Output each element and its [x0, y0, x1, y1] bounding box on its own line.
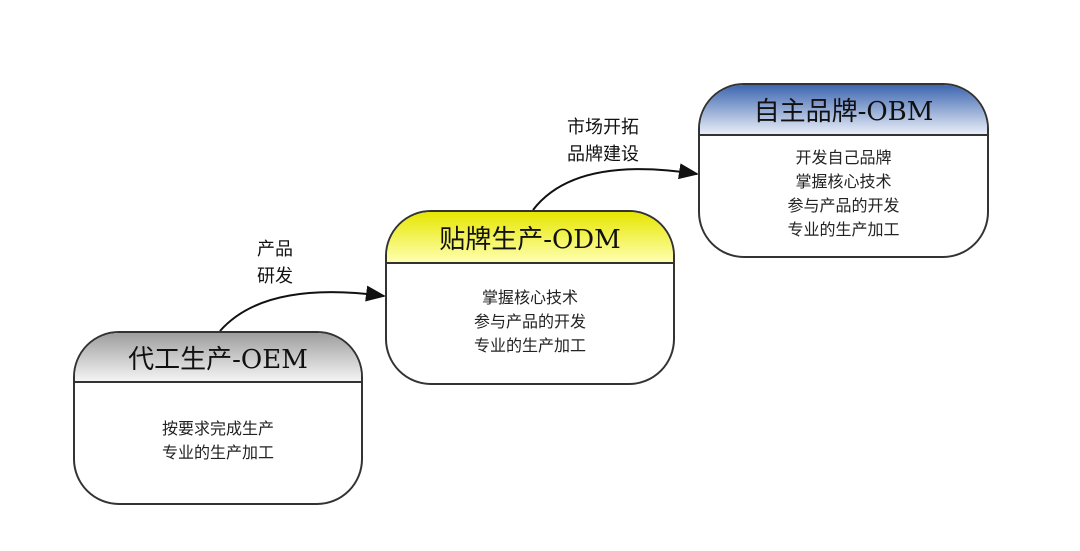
desc-line: 专业的生产加工 — [473, 336, 586, 355]
stage-description: 掌握核心技术 参与产品的开发 专业的生产加工 — [387, 264, 673, 358]
stage-title: 自主品牌-OBM — [700, 85, 987, 136]
desc-line: 开发自己品牌 — [795, 148, 892, 167]
label-line: 研发 — [257, 266, 293, 287]
desc-line: 参与产品的开发 — [473, 312, 586, 331]
desc-line: 专业的生产加工 — [161, 443, 274, 462]
desc-line: 按要求完成生产 — [161, 419, 274, 438]
stage-odm: 贴牌生产-ODM 掌握核心技术 参与产品的开发 专业的生产加工 — [385, 210, 675, 385]
stage-title: 代工生产-OEM — [75, 333, 361, 383]
stage-oem: 代工生产-OEM 按要求完成生产 专业的生产加工 — [73, 331, 363, 505]
desc-line: 掌握核心技术 — [481, 288, 578, 307]
stage-title: 贴牌生产-ODM — [387, 212, 673, 264]
stage-description: 开发自己品牌 掌握核心技术 参与产品的开发 专业的生产加工 — [700, 136, 987, 242]
desc-line: 掌握核心技术 — [795, 172, 892, 191]
label-line: 品牌建设 — [567, 144, 639, 165]
desc-line: 参与产品的开发 — [787, 196, 900, 215]
transition-label-product-dev: 产品 研发 — [245, 236, 305, 290]
label-line: 市场开拓 — [567, 117, 639, 138]
arrow-oem-to-odm — [219, 285, 386, 332]
transition-label-market-brand: 市场开拓 品牌建设 — [553, 114, 653, 168]
stage-obm: 自主品牌-OBM 开发自己品牌 掌握核心技术 参与产品的开发 专业的生产加工 — [698, 83, 989, 258]
arrow-odm-to-obm — [532, 163, 699, 211]
stage-description: 按要求完成生产 专业的生产加工 — [75, 383, 361, 465]
desc-line: 专业的生产加工 — [787, 220, 900, 239]
label-line: 产品 — [257, 239, 293, 260]
